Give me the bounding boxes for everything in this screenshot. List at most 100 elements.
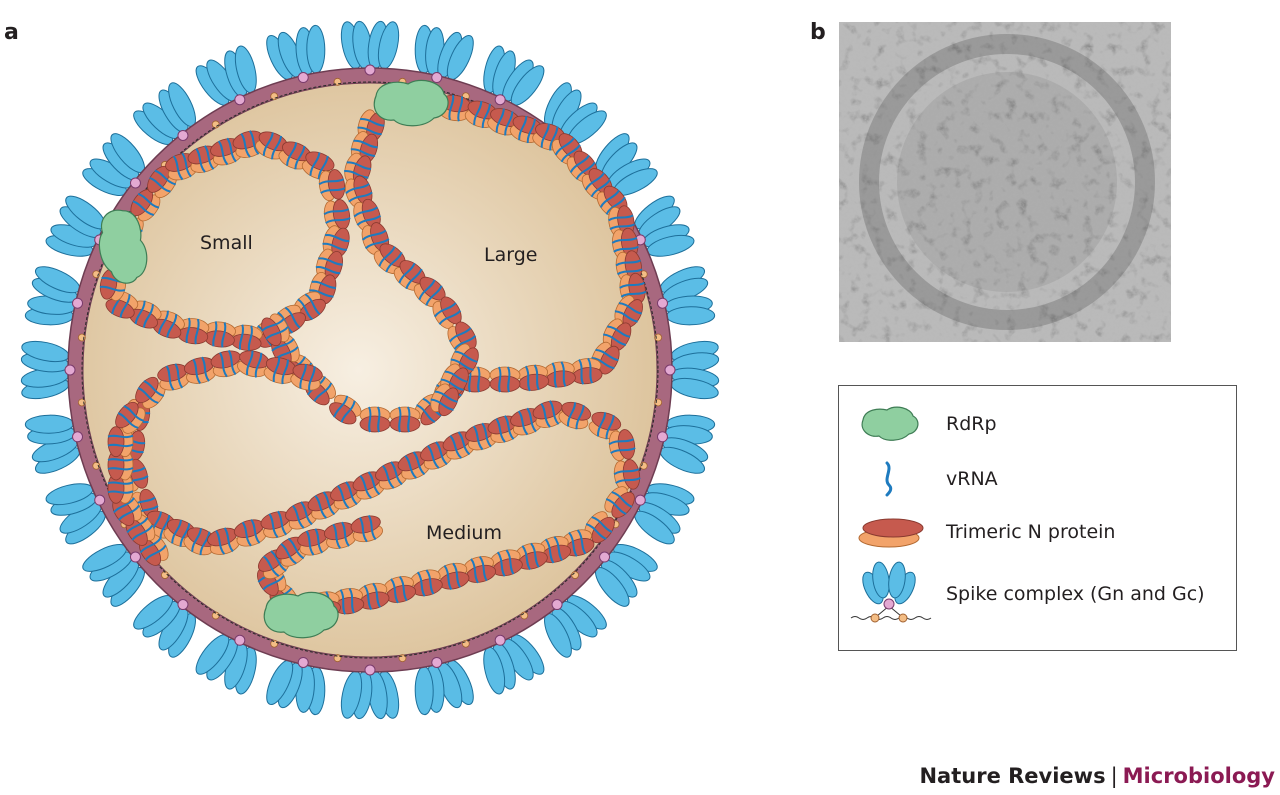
spike-anchor <box>177 599 189 611</box>
n-protein-unit <box>323 199 351 232</box>
spike-complex <box>659 414 716 474</box>
legend-label-n-protein: Trimeric N protein <box>946 521 1116 543</box>
spike-complex <box>544 595 607 658</box>
journal-footer: Nature Reviews|Microbiology <box>919 764 1275 788</box>
footer-journal: Microbiology <box>1122 764 1275 788</box>
n-protein-unit <box>128 300 162 329</box>
n-protein-unit <box>107 449 134 481</box>
n-protein-unit <box>344 152 372 186</box>
n-protein-unit <box>517 364 550 392</box>
n-protein-unit <box>357 582 390 611</box>
spike-complex <box>195 634 257 695</box>
n-protein-unit <box>183 356 217 384</box>
n-protein-unit <box>165 152 198 181</box>
n-protein-unit <box>344 175 373 209</box>
tail-bead <box>520 611 529 620</box>
spike-complex <box>414 659 474 716</box>
panel-a-letter: a <box>4 20 19 45</box>
n-protein-unit <box>608 205 636 238</box>
spike-anchor <box>599 551 611 563</box>
n-protein-unit <box>307 491 341 520</box>
n-protein-unit <box>373 243 406 274</box>
spike-anchor <box>297 656 309 668</box>
tail-bead <box>461 639 470 648</box>
n-protein-unit <box>602 318 632 352</box>
n-protein-unit <box>187 145 221 173</box>
n-protein-unit <box>352 471 386 500</box>
n-protein-unit <box>318 169 346 202</box>
n-protein-unit <box>261 313 290 347</box>
rnp-layer <box>99 89 647 622</box>
tail-bead <box>270 639 279 648</box>
n-protein-unit <box>260 510 294 539</box>
n-protein-unit <box>463 556 497 584</box>
spike-complex <box>659 266 716 326</box>
membrane-inner-line <box>81 81 659 659</box>
n-protein-unit <box>509 115 543 144</box>
spike-anchor <box>634 494 646 506</box>
tail-bead <box>92 461 101 470</box>
n-protein-unit <box>604 486 635 519</box>
spike-anchor <box>64 364 76 376</box>
spike-lobe <box>24 414 74 434</box>
segment-label-large: Large <box>484 244 538 266</box>
rdrp-blob <box>263 591 339 639</box>
n-protein-unit <box>107 426 134 458</box>
spike-anchor <box>234 94 246 106</box>
spike-anchor <box>364 664 376 676</box>
n-protein-unit <box>177 317 210 345</box>
spike-anchor <box>129 177 141 189</box>
n-protein-unit <box>323 521 357 549</box>
spike-anchor <box>664 364 676 376</box>
legend-row-vrna: vRNA <box>839 449 1236 509</box>
n-protein-unit <box>430 383 459 417</box>
spike-anchor <box>72 431 84 443</box>
n-protein-unit <box>532 400 566 428</box>
spike-layer <box>20 20 720 720</box>
spike-complex <box>266 659 326 716</box>
spike-complex <box>595 544 658 607</box>
n-protein-unit <box>389 406 421 433</box>
rdrp-icon <box>861 406 919 441</box>
n-protein-unit <box>332 587 365 615</box>
n-protein-unit <box>614 295 643 328</box>
spike-complex <box>483 45 545 106</box>
n-protein-unit <box>588 411 622 440</box>
spike-anchor <box>177 129 189 141</box>
n-protein-unit <box>558 401 592 430</box>
rnp-large-b <box>344 109 479 417</box>
spike-anchor <box>551 599 563 611</box>
n-protein-unit <box>437 562 470 591</box>
n-protein-unit <box>487 415 521 443</box>
n-protein-unit <box>420 441 453 470</box>
n-protein-unit <box>278 141 312 170</box>
spike-complex <box>670 340 720 400</box>
legend-row-n-protein: Trimeric N protein <box>839 502 1236 562</box>
n-protein-unit <box>263 357 297 385</box>
n-protein-unit <box>353 198 382 232</box>
spike-complex <box>133 82 196 145</box>
n-protein-unit <box>515 542 548 571</box>
spike-lobe <box>666 306 716 326</box>
spike-complex <box>24 414 81 474</box>
tail-bead <box>270 92 279 101</box>
n-protein-unit <box>210 137 243 166</box>
n-protein-icon <box>858 518 924 548</box>
n-protein-unit <box>393 260 426 291</box>
n-protein-unit <box>322 225 350 258</box>
spike-lobe <box>306 24 326 74</box>
spike-complex <box>634 483 695 545</box>
n-protein-unit <box>465 422 498 451</box>
footer-publisher: Nature Reviews <box>919 764 1106 788</box>
rnp-medium-b <box>107 349 323 566</box>
legend-row-rdrp: RdRp <box>839 394 1236 454</box>
spike-complex <box>82 133 145 196</box>
rdrp-layer <box>98 79 449 639</box>
n-protein-unit <box>115 401 146 434</box>
n-protein-unit <box>237 350 270 378</box>
n-protein-unit <box>285 501 318 530</box>
n-protein-unit <box>591 341 620 375</box>
n-protein-unit <box>210 349 243 378</box>
spike-complex <box>340 670 400 720</box>
rdrp-blob <box>373 79 449 127</box>
